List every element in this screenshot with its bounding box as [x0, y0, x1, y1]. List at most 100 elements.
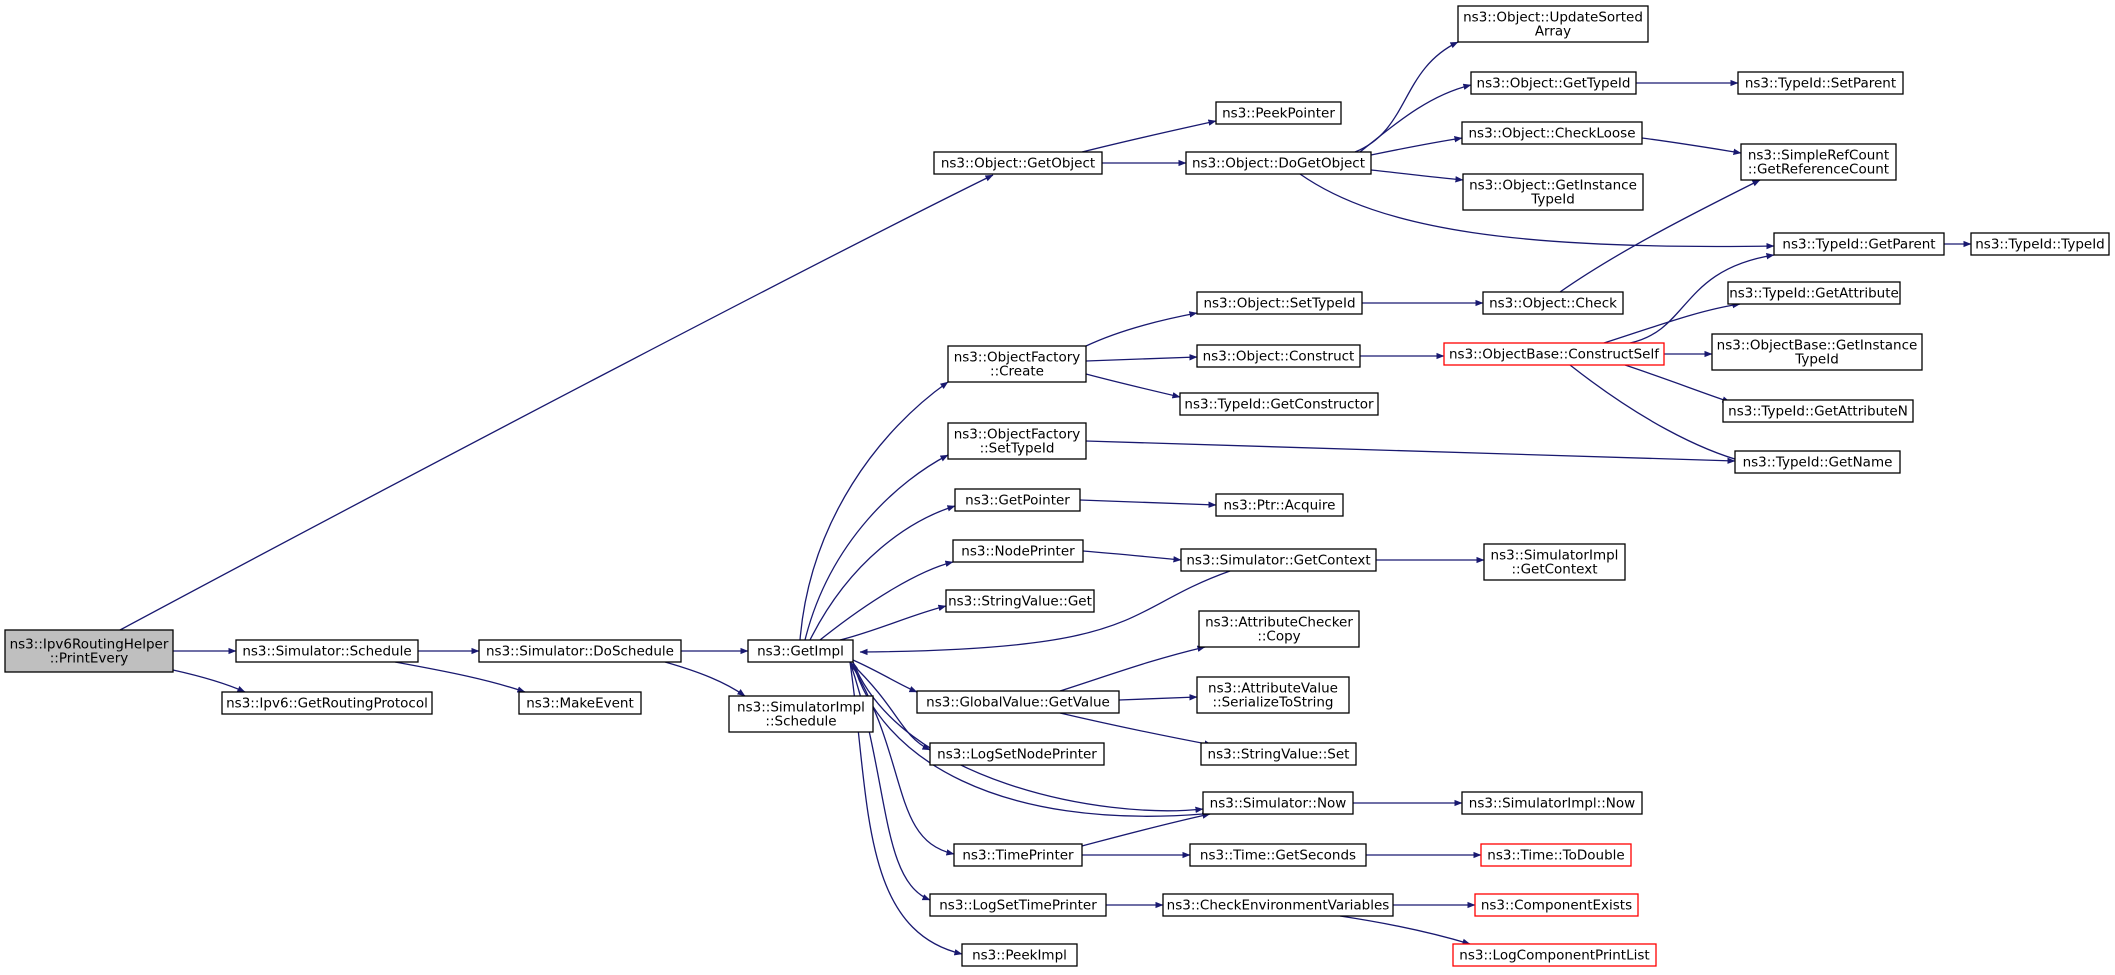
node-getimpl[interactable]: ns3::GetImpl [747, 639, 854, 663]
edge-arrow [1603, 301, 1741, 344]
edge-getimpl-to-nodeprinter [819, 560, 954, 641]
node-label: ::SetTypeId [980, 441, 1055, 457]
node-box [1189, 843, 1367, 867]
edge-arrow [1370, 136, 1463, 156]
node-dosched[interactable]: ns3::Simulator::DoSchedule [478, 639, 682, 663]
edge-dogetobj-to-gettid [1359, 83, 1472, 153]
node-label: ns3::GetImpl [757, 644, 844, 660]
node-getname[interactable]: ns3::TypeId::GetName [1734, 450, 1901, 474]
node-todouble[interactable]: ns3::Time::ToDouble [1480, 843, 1632, 867]
edge-arrow [1629, 253, 1775, 344]
node-peekimpl[interactable]: ns3::PeekImpl [961, 943, 1078, 967]
node-box [1734, 450, 1901, 474]
edge-getimpl-to-ofcreate [799, 381, 949, 641]
edge-arrow [1339, 915, 1471, 945]
node-refcount[interactable]: ns3::SimpleRefCount::GetReferenceCount [1740, 143, 1897, 181]
node-checkenv[interactable]: ns3::CheckEnvironmentVariables [1162, 893, 1394, 917]
node-box [1737, 71, 1904, 95]
edge-arrow [1118, 694, 1198, 701]
node-acquire[interactable]: ns3::Ptr::Acquire [1215, 493, 1344, 517]
node-box [945, 589, 1095, 613]
node-implgetctx[interactable]: ns3::SimulatorImpl::GetContext [1483, 543, 1626, 581]
node-sched[interactable]: ns3::Simulator::Schedule [235, 639, 419, 663]
node-setobjtid[interactable]: ns3::Object::SetTypeId [1196, 291, 1363, 315]
node-box [1180, 548, 1377, 572]
edge-arrow [852, 659, 918, 693]
node-mkevent[interactable]: ns3::MakeEvent [518, 691, 642, 715]
node-logsetnp[interactable]: ns3::LogSetNodePrinter [929, 742, 1105, 766]
node-logcpl[interactable]: ns3::LogComponentPrintList [1452, 943, 1657, 967]
node-label: ns3::Object::GetInstance [1469, 178, 1637, 194]
node-compexists[interactable]: ns3::ComponentExists [1474, 893, 1639, 917]
node-cself[interactable]: ns3::ObjectBase::ConstructSelf [1443, 342, 1665, 366]
node-label: ns3::Simulator::Schedule [242, 644, 411, 660]
edge-arrow [852, 661, 1204, 813]
edge-arrow [1624, 364, 1731, 403]
node-construct[interactable]: ns3::Object::Construct [1196, 344, 1361, 368]
node-implnow[interactable]: ns3::SimulatorImpl::Now [1461, 791, 1643, 815]
node-svset[interactable]: ns3::StringValue::Set [1200, 742, 1357, 766]
edge-arrow [1085, 373, 1181, 399]
edge-cself-to-getattrn [1624, 364, 1731, 403]
node-logsettp[interactable]: ns3::LogSetTimePrinter [929, 893, 1107, 917]
node-getattr[interactable]: ns3::TypeId::GetAttribute [1727, 281, 1901, 305]
node-label: ns3::TypeId::SetParent [1745, 76, 1896, 92]
node-label: ns3::AttributeValue [1208, 681, 1338, 697]
node-label: ns3::ObjectFactory [954, 350, 1081, 366]
node-box [933, 151, 1103, 175]
node-box [1711, 333, 1923, 371]
node-simnow[interactable]: ns3::Simulator::Now [1202, 791, 1354, 815]
node-box [961, 943, 1078, 967]
edge-arrow [799, 381, 949, 641]
node-box [1196, 344, 1361, 368]
edge-cself-to-getparent [1629, 253, 1775, 344]
node-label: ns3::TimePrinter [962, 848, 1074, 864]
edge-timeprinter-to-simnow [1081, 812, 1211, 847]
node-avser[interactable]: ns3::AttributeValue::SerializeToString [1196, 676, 1350, 714]
node-getctor[interactable]: ns3::TypeId::GetConstructor [1179, 392, 1379, 416]
node-timeprinter[interactable]: ns3::TimePrinter [953, 843, 1083, 867]
node-typeid[interactable]: ns3::TypeId::TypeId [1970, 232, 2110, 256]
node-label: ns3::SimulatorImpl [1491, 548, 1619, 564]
edge-dogetobj-to-upsort [1354, 41, 1459, 153]
node-gvget[interactable]: ns3::GlobalValue::GetValue [916, 690, 1120, 714]
edge-arrow [1059, 712, 1213, 747]
node-getrp[interactable]: ns3::Ipv6::GetRoutingProtocol [221, 691, 433, 715]
node-box [1970, 232, 2110, 256]
node-box [1773, 232, 1945, 256]
node-ofcreate[interactable]: ns3::ObjectFactory::Create [947, 345, 1087, 383]
node-ofsettid[interactable]: ns3::ObjectFactory::SetTypeId [947, 422, 1087, 460]
node-svget[interactable]: ns3::StringValue::Get [945, 589, 1095, 613]
node-getparent[interactable]: ns3::TypeId::GetParent [1773, 232, 1945, 256]
node-getobj[interactable]: ns3::Object::GetObject [933, 151, 1103, 175]
node-label: ns3::NodePrinter [961, 544, 1075, 560]
node-getptr[interactable]: ns3::GetPointer [954, 488, 1081, 512]
node-dogetobj[interactable]: ns3::Object::DoGetObject [1185, 151, 1372, 175]
edge-check-to-refcount [1559, 179, 1761, 293]
node-root: ns3::Ipv6RoutingHelper::PrintEvery [4, 629, 174, 673]
node-label: ns3::LogSetNodePrinter [937, 747, 1097, 763]
node-getattrn[interactable]: ns3::TypeId::GetAttributeN [1722, 399, 1914, 423]
edge-gvget-to-avser [1118, 694, 1198, 701]
node-check[interactable]: ns3::Object::Check [1482, 291, 1624, 315]
node-accopy[interactable]: ns3::AttributeChecker::Copy [1198, 610, 1360, 648]
node-nodeprinter[interactable]: ns3::NodePrinter [952, 539, 1084, 563]
node-peekptr[interactable]: ns3::PeekPointer [1215, 101, 1342, 125]
node-setparent[interactable]: ns3::TypeId::SetParent [1737, 71, 1904, 95]
node-box [954, 488, 1081, 512]
node-box [1482, 291, 1624, 315]
node-label: ns3::GlobalValue::GetValue [926, 695, 1110, 711]
node-box [728, 695, 874, 733]
node-label: ns3::PeekPointer [1222, 106, 1335, 122]
edge-arrow [1370, 169, 1464, 183]
node-chkloose[interactable]: ns3::Object::CheckLoose [1461, 121, 1643, 145]
node-getsec[interactable]: ns3::Time::GetSeconds [1189, 843, 1367, 867]
node-gettid[interactable]: ns3::Object::GetTypeId [1470, 71, 1637, 95]
node-simgetctx[interactable]: ns3::Simulator::GetContext [1180, 548, 1377, 572]
node-box [478, 639, 682, 663]
node-simsched[interactable]: ns3::SimulatorImpl::Schedule [728, 695, 874, 733]
